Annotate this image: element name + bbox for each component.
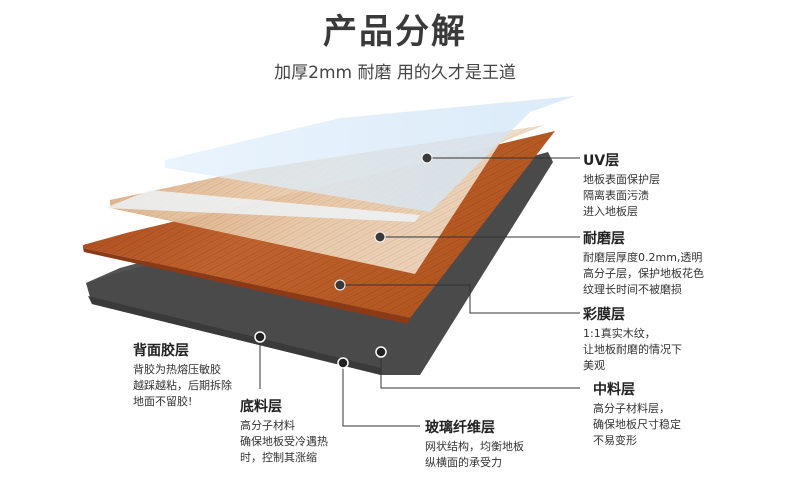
wear-dot <box>374 231 386 243</box>
callout-base-line3: 时，控制其涨缩 <box>240 451 317 464</box>
callout-fiber: 玻璃纤维层 网状结构，均衡地板 纵横面的承受力 <box>425 417 524 471</box>
callout-wear-line1: 耐磨层厚度0.2mm,透明 <box>583 251 703 264</box>
callout-uv-line2: 隔离表面污渍 <box>583 189 649 202</box>
callout-back-line2: 越踩越粘，后期拆除 <box>133 379 232 392</box>
callout-fiber-title: 玻璃纤维层 <box>425 420 495 436</box>
callout-middle: 中料层 高分子材料层， 确保地板尺寸稳定 不易变形 <box>593 379 681 449</box>
page-title: 产品分解 <box>323 12 467 52</box>
callout-base-line2: 确保地板受冷遇热 <box>240 435 328 448</box>
callout-wear: 耐磨层 耐磨层厚度0.2mm,透明 高分子层，保护地板花色 纹理长时间不被磨损 <box>583 228 704 298</box>
uv-layer-shape <box>105 96 575 222</box>
film-dot <box>334 279 346 291</box>
callout-uv-line3: 进入地板层 <box>583 205 638 218</box>
callout-uv-line1: 地板表面保护层 <box>583 173 660 186</box>
callout-back: 背面胶层 背胶为热熔压敏胶 越踩越粘，后期拆除 地面不留胶! <box>133 340 232 410</box>
callout-base: 底料层 高分子材料 确保地板受冷遇热 时，控制其涨缩 <box>240 396 328 466</box>
callout-back-line1: 背胶为热熔压敏胶 <box>133 363 221 376</box>
fiber-dot <box>337 357 349 369</box>
callout-wear-title: 耐磨层 <box>583 231 625 247</box>
callout-base-title: 底料层 <box>240 399 282 415</box>
page-subtitle: 加厚2mm 耐磨 用的久才是王道 <box>274 63 516 83</box>
callout-uv-title: UV层 <box>583 153 620 169</box>
middle-leader <box>380 352 580 389</box>
middle-dot <box>375 346 387 358</box>
base-dot <box>254 331 266 343</box>
callout-fiber-line2: 纵横面的承受力 <box>425 456 502 469</box>
callout-fiber-line1: 网状结构，均衡地板 <box>425 440 524 453</box>
film-leader <box>340 284 580 314</box>
callout-wear-line2: 高分子层，保护地板花色 <box>583 267 704 280</box>
callout-middle-line2: 确保地板尺寸稳定 <box>593 418 681 431</box>
callout-film-line3: 美观 <box>583 359 605 372</box>
callout-base-line1: 高分子材料 <box>240 419 295 432</box>
callout-middle-title: 中料层 <box>593 382 635 398</box>
callout-uv: UV层 地板表面保护层 隔离表面污渍 进入地板层 <box>583 150 660 220</box>
callout-film-line2: 让地板耐磨的情况下 <box>583 343 682 356</box>
callout-film: 彩膜层 1:1真实木纹， 让地板耐磨的情况下 美观 <box>583 304 682 374</box>
callout-film-line1: 1:1真实木纹， <box>583 327 656 340</box>
callout-film-title: 彩膜层 <box>583 307 625 323</box>
callout-back-line3: 地面不留胶! <box>133 395 193 408</box>
callout-middle-line1: 高分子材料层， <box>593 402 670 415</box>
callout-back-title: 背面胶层 <box>133 343 189 359</box>
uv-dot <box>421 152 433 164</box>
callout-middle-line3: 不易变形 <box>593 434 637 447</box>
callout-wear-line3: 纹理长时间不被磨损 <box>583 283 682 296</box>
fiber-leader <box>342 363 420 427</box>
